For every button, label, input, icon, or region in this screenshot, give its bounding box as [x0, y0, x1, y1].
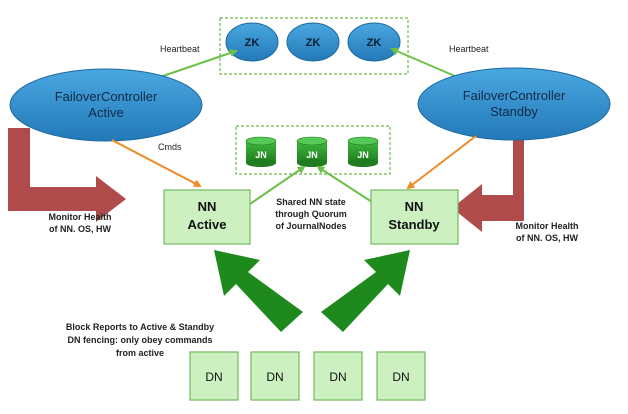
- shared-state-line3: of JournalNodes: [275, 221, 346, 231]
- zk-node-label: ZK: [367, 37, 382, 49]
- health-arrow-right: [452, 138, 524, 232]
- fc-standby-line2: Standby: [490, 104, 538, 119]
- block-reports-line3: from active: [116, 348, 164, 358]
- fc-active-line1: FailoverController: [55, 89, 158, 104]
- dn-label: DN: [205, 370, 222, 384]
- block-reports-line2: DN fencing: only obey commands: [67, 335, 212, 345]
- heartbeat-right-label: Heartbeat: [449, 44, 489, 54]
- datanode-2: DN: [250, 351, 300, 401]
- nn-active-line1: NN: [198, 199, 217, 214]
- block-report-arrow-active: [214, 250, 303, 332]
- monitor-left-line2: of NN. OS, HW: [49, 224, 111, 234]
- monitor-right-line1: Monitor Health: [516, 221, 579, 231]
- heartbeat-left-label: Heartbeat: [160, 44, 200, 54]
- shared-state-line1: Shared NN state: [276, 197, 346, 207]
- nn-standby-line1: NN: [405, 199, 424, 214]
- journalnode-2: JN: [296, 136, 328, 167]
- dn-label: DN: [266, 370, 283, 384]
- zk-node-label: ZK: [306, 37, 321, 49]
- datanode-3: DN: [313, 351, 363, 401]
- journalnode-1: JN: [245, 136, 277, 167]
- datanode-1: DN: [189, 351, 239, 401]
- failover-controller-active: FailoverController Active: [9, 68, 203, 142]
- block-report-arrow-standby: [321, 250, 410, 332]
- dn-label: DN: [329, 370, 346, 384]
- cmds-active-line: [111, 139, 202, 187]
- cmds-label: Cmds: [158, 142, 182, 152]
- nn-standby-line2: Standby: [388, 217, 440, 232]
- monitor-right-line2: of NN. OS, HW: [516, 233, 578, 243]
- shared-state-active-line: [249, 165, 306, 205]
- health-arrow-left: [8, 128, 126, 222]
- zk-node-2: ZK: [286, 22, 340, 62]
- datanode-4: DN: [376, 351, 426, 401]
- shared-state-line2: through Quorum: [275, 209, 347, 219]
- namenode-standby: NN Standby: [370, 189, 459, 245]
- fc-active-line2: Active: [88, 105, 123, 120]
- dn-label: DN: [392, 370, 409, 384]
- failover-controller-standby: FailoverController Standby: [417, 67, 611, 141]
- block-reports-line1: Block Reports to Active & Standby: [66, 322, 214, 332]
- zk-node-label: ZK: [245, 37, 260, 49]
- zk-node-1: ZK: [225, 22, 279, 62]
- zk-node-3: ZK: [347, 22, 401, 62]
- cmds-standby-line: [406, 135, 477, 190]
- monitor-left-line1: Monitor Health: [49, 212, 112, 222]
- fc-standby-line1: FailoverController: [463, 88, 566, 103]
- journalnode-group: [235, 125, 391, 175]
- namenode-active: NN Active: [163, 189, 251, 245]
- jn-label: JN: [357, 150, 369, 160]
- jn-label: JN: [306, 150, 318, 160]
- journalnode-3: JN: [347, 136, 379, 167]
- zookeeper-group: [219, 17, 409, 75]
- jn-label: JN: [255, 150, 267, 160]
- nn-active-line2: Active: [187, 217, 226, 232]
- shared-state-standby-line: [316, 165, 373, 203]
